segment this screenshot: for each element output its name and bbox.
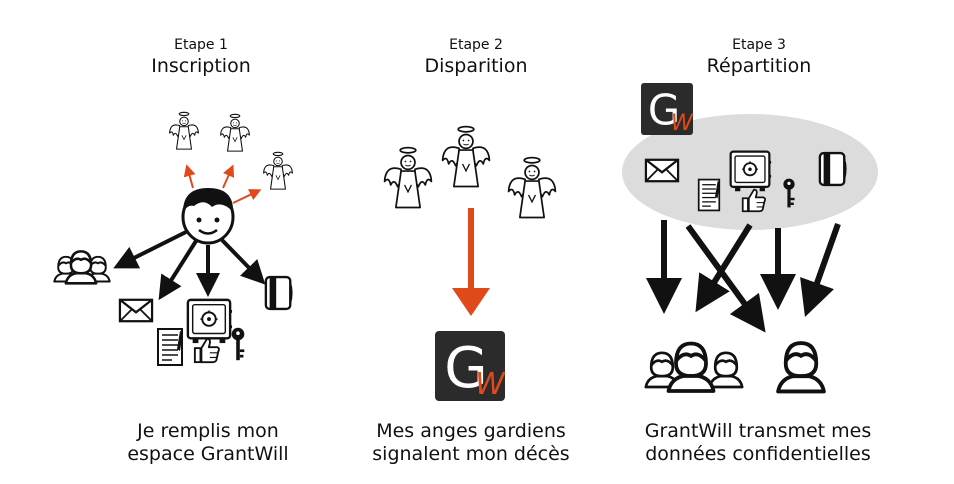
step2-caption-line1: Mes anges gardiens (376, 420, 566, 442)
person-icon (776, 341, 826, 394)
group-icon (53, 250, 111, 285)
angel-icon (441, 125, 491, 188)
notify-arrow (222, 164, 235, 189)
credit-card-icon (264, 275, 293, 311)
step3-caption: GrantWill transmet mes données confident… (608, 420, 908, 466)
angel-icon (263, 151, 293, 190)
step3-number: Etape 3 (732, 37, 786, 53)
step3-title: Répartition (706, 55, 812, 77)
credit-card-icon (818, 151, 847, 187)
step3-caption-line2: données confidentielles (645, 443, 871, 465)
angel-icon (507, 156, 557, 219)
share-arrow (220, 238, 266, 285)
user-face-icon (181, 188, 235, 245)
angel-icon (169, 111, 199, 150)
step3-caption-line1: GrantWill transmet mes (644, 420, 872, 442)
step1-caption-line1: Je remplis mon (137, 420, 279, 442)
angel-icon (220, 113, 250, 152)
step2-caption-line2: signalent mon décès (372, 443, 570, 465)
grantwill-logo (435, 331, 505, 401)
document-icon (697, 178, 721, 212)
step1-number: Etape 1 (174, 37, 228, 53)
step1-title: Inscription (151, 55, 251, 77)
report-arrow-head (452, 288, 490, 316)
step1-diagram (53, 111, 293, 366)
step1-caption-line2: espace GrantWill (127, 443, 289, 465)
safe-icon (186, 298, 233, 345)
angel-icon (383, 146, 433, 209)
step2-title: Disparition (424, 55, 528, 77)
step2-header: Etape 2 Disparition (356, 36, 596, 78)
document-icon (157, 328, 184, 366)
envelope-icon (118, 298, 154, 323)
step3-header: Etape 3 Répartition (639, 36, 879, 78)
distribute-arrow (695, 223, 753, 313)
step2-number: Etape 2 (449, 37, 503, 53)
key-icon (231, 327, 245, 361)
envelope-icon (644, 158, 680, 183)
share-arrow (158, 239, 198, 301)
step2-caption: Mes anges gardiens signalent mon décès (321, 420, 621, 466)
step1-caption: Je remplis mon espace GrantWill (58, 420, 358, 466)
safe-icon (729, 150, 773, 193)
step1-header: Etape 1 Inscription (81, 36, 321, 78)
distribute-arrow (800, 222, 841, 317)
step2-diagram (383, 125, 557, 401)
group-icon (644, 341, 744, 393)
grantwill-logo (641, 83, 693, 135)
notify-arrow (183, 164, 196, 189)
notify-arrow (232, 189, 262, 204)
step3-diagram (622, 83, 878, 394)
thumbs-up-icon (193, 337, 220, 364)
share-arrow (113, 230, 187, 269)
